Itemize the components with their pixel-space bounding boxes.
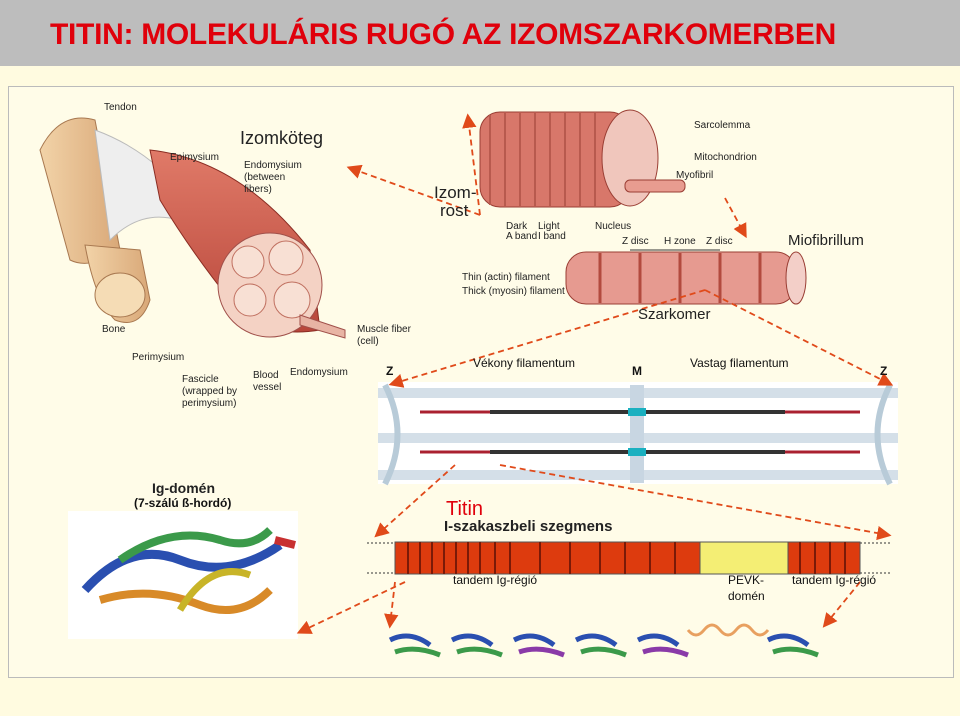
anat-bone: Bone: [102, 324, 126, 335]
anat-blood-2: vessel: [253, 382, 282, 393]
anat-thick-myosin: Thick (myosin) filament: [462, 286, 565, 297]
label-ig-domain-sub: (7-szálú ß-hordó): [134, 496, 232, 510]
label-i-segment: I-szakaszbeli szegmens: [444, 518, 613, 535]
label-titin: Titin: [446, 498, 484, 520]
anat-fascicle-3: perimysium): [182, 398, 237, 409]
anat-tendon: Tendon: [104, 102, 137, 113]
arrow-titin-to-chain-left: [384, 581, 399, 629]
anat-h-zone: H zone: [664, 236, 696, 247]
title-bar: [0, 0, 960, 66]
anat-endomysium: Endomysium: [290, 367, 348, 378]
anat-mitochondrion: Mitochondrion: [694, 152, 757, 163]
page-title: TITIN: MOLEKULÁRIS RUGÓ AZ IZOMSZARKOMER…: [50, 18, 836, 51]
arrow-sarcomere-to-titin-right: [499, 464, 892, 541]
ig-domain-ribbon-illustration: [68, 511, 298, 639]
anat-sarcolemma: Sarcolemma: [694, 120, 751, 131]
arrow-to-myofibril: [724, 197, 747, 239]
anat-thin-actin: Thin (actin) filament: [462, 272, 550, 283]
titin-i-segment-bar: [367, 541, 890, 575]
label-thick-filament: Vastag filamentum: [690, 356, 789, 370]
label-z-left: Z: [386, 364, 394, 378]
sarcomere-illustration: [378, 382, 898, 486]
muscle-fiber-illustration: [479, 109, 686, 208]
label-izomkoteg: Izomköteg: [240, 128, 324, 148]
anat-fascicle-2: (wrapped by: [182, 386, 238, 397]
anat-fascicle-1: Fascicle: [182, 374, 219, 385]
muscle-anatomy-illustration: [39, 117, 346, 339]
anat-endomysium-between-1: Endomysium: [244, 160, 302, 171]
label-izomrost-1: Izom-: [434, 183, 477, 202]
arrow-myofibril-to-sarcomere-left: [388, 289, 706, 388]
anat-dark-1: Dark: [506, 221, 528, 232]
arrow-fiber-up: [462, 113, 481, 216]
anat-muscle-fiber-2: (cell): [357, 336, 379, 347]
label-szarkomer: Szarkomer: [638, 306, 711, 323]
arrow-myofibril-to-sarcomere-right: [704, 289, 894, 386]
label-thin-filament: Vékony filamentum: [473, 356, 576, 370]
anat-nucleus: Nucleus: [595, 221, 632, 232]
anat-endomysium-between-2: (between: [244, 172, 286, 183]
anat-endomysium-between-3: fibers): [244, 184, 272, 195]
anat-dark-2: A band: [506, 231, 538, 242]
anat-z-disc-1: Z disc: [622, 236, 649, 247]
anat-myofibril: Myofibril: [676, 170, 714, 181]
anat-epimysium: Epimysium: [170, 152, 219, 163]
bottom-ig-domain-chain: [388, 623, 819, 658]
label-ig-domain: Ig-domén: [152, 480, 215, 496]
label-m-line: M: [632, 364, 642, 378]
myofibril-illustration: [565, 249, 807, 305]
label-pevk-2: domén: [728, 589, 765, 603]
label-tandem-left: tandem Ig-régió: [453, 573, 538, 587]
label-miofibrillum: Miofibrillum: [788, 232, 864, 249]
label-izomrost-2: rost: [440, 201, 469, 220]
anat-muscle-fiber-1: Muscle fiber: [357, 324, 411, 335]
anat-z-disc-2: Z disc: [706, 236, 733, 247]
label-z-right: Z: [880, 364, 888, 378]
anat-perimysium: Perimysium: [132, 352, 185, 363]
anat-light-2: I band: [538, 231, 566, 242]
arrow-titin-to-chain-right: [822, 581, 861, 628]
anat-blood-1: Blood: [253, 370, 279, 381]
arrow-sarcomere-to-titin-left: [374, 464, 456, 538]
arrow-fiber-to-bundle: [346, 164, 481, 216]
label-tandem-right: tandem Ig-régió: [792, 573, 877, 587]
label-pevk-1: PEVK-: [728, 573, 765, 587]
anat-light-1: Light: [538, 221, 560, 232]
